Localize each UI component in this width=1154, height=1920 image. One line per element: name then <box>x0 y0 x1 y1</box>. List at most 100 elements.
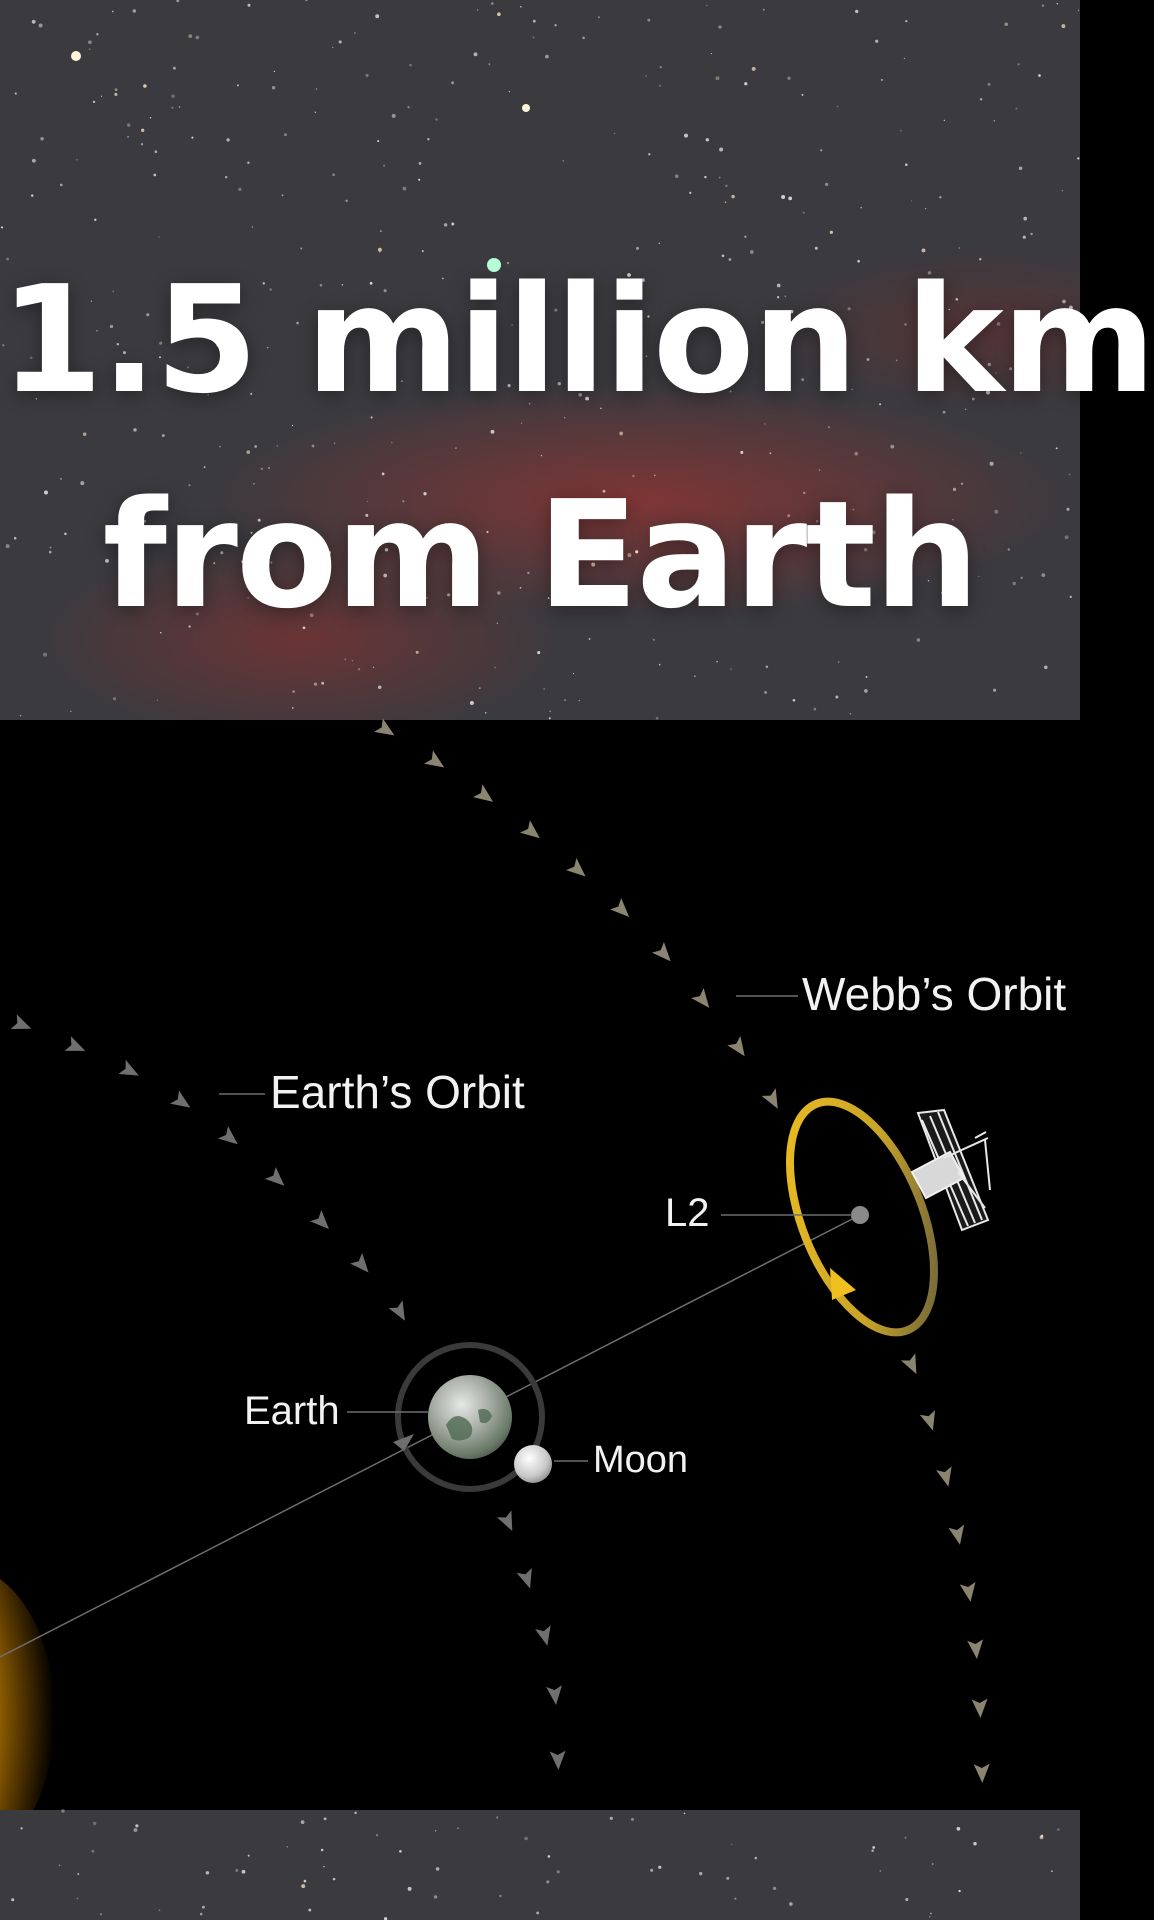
star <box>88 40 92 45</box>
star <box>875 39 879 43</box>
star <box>483 285 488 289</box>
star <box>754 1856 758 1860</box>
star <box>377 140 380 143</box>
star <box>188 484 191 487</box>
star <box>447 593 451 597</box>
star <box>647 18 651 22</box>
star <box>141 128 145 132</box>
star <box>112 290 115 293</box>
star <box>122 351 127 355</box>
star <box>133 428 137 432</box>
star <box>188 625 191 628</box>
orbit-arrowhead <box>535 1625 551 1646</box>
star <box>578 392 583 397</box>
orbit-arrowhead <box>424 750 445 768</box>
webbs-orbit-label: Webb’s Orbit <box>802 968 1066 1020</box>
star <box>143 519 147 523</box>
star <box>549 710 551 712</box>
star <box>1015 107 1018 110</box>
star <box>332 46 334 49</box>
star <box>70 710 72 713</box>
star <box>756 562 759 565</box>
star <box>547 1855 551 1858</box>
star <box>44 490 48 495</box>
star <box>159 341 163 345</box>
orbit-arrowhead <box>761 1088 778 1109</box>
star <box>914 539 918 543</box>
star <box>585 396 590 401</box>
star <box>899 129 902 132</box>
star <box>769 313 772 316</box>
star <box>332 1877 336 1881</box>
star <box>58 1864 61 1866</box>
star <box>260 467 263 471</box>
sun-earth-l2-line <box>0 1214 861 1658</box>
star <box>499 1894 502 1898</box>
star <box>5 544 10 549</box>
star <box>744 235 747 238</box>
star <box>910 200 913 202</box>
star <box>477 9 479 11</box>
star <box>157 539 159 542</box>
star <box>149 540 152 543</box>
star <box>315 88 318 90</box>
star <box>35 385 39 389</box>
star <box>578 699 580 702</box>
star <box>76 158 78 161</box>
star <box>904 323 907 326</box>
star <box>655 716 659 720</box>
star <box>276 445 279 447</box>
star <box>994 509 999 514</box>
star <box>952 487 957 492</box>
star <box>76 1897 79 1900</box>
star <box>365 513 369 517</box>
star <box>641 278 645 282</box>
star <box>781 195 786 199</box>
webb-orbit-diagram: Webb’s Orbit Earth’s Orbit L2 Earth Moon <box>0 718 1080 1852</box>
star <box>772 1886 777 1891</box>
star <box>128 521 133 525</box>
headline-line-1: 1.5 million km <box>0 254 1154 426</box>
star <box>658 663 661 666</box>
star <box>540 454 543 457</box>
star <box>292 690 295 693</box>
star <box>320 1848 324 1852</box>
star <box>731 1843 733 1845</box>
star <box>890 444 895 449</box>
star <box>413 570 415 573</box>
star <box>357 668 361 671</box>
star <box>744 82 748 86</box>
star <box>725 184 728 188</box>
star <box>854 451 858 456</box>
star <box>826 580 831 585</box>
star <box>380 230 382 232</box>
star <box>195 35 200 40</box>
star <box>164 540 166 543</box>
star <box>927 580 930 582</box>
star <box>114 92 118 96</box>
star <box>674 174 679 179</box>
star <box>715 76 720 81</box>
star <box>451 81 455 85</box>
star <box>302 626 306 630</box>
star <box>519 5 522 8</box>
star <box>188 34 193 39</box>
star <box>650 1868 654 1872</box>
star <box>341 283 344 286</box>
star <box>1009 367 1013 371</box>
star <box>1061 189 1064 192</box>
star <box>686 535 689 537</box>
star <box>247 3 251 7</box>
star <box>1056 2 1059 5</box>
starfield-footer <box>0 1809 1080 1920</box>
star <box>731 194 735 199</box>
star <box>262 579 265 581</box>
star <box>31 19 36 24</box>
star <box>257 518 261 522</box>
star <box>323 1817 327 1821</box>
star <box>801 93 804 96</box>
star <box>978 575 980 578</box>
orbit-arrowhead <box>727 1036 745 1057</box>
star <box>818 469 821 471</box>
